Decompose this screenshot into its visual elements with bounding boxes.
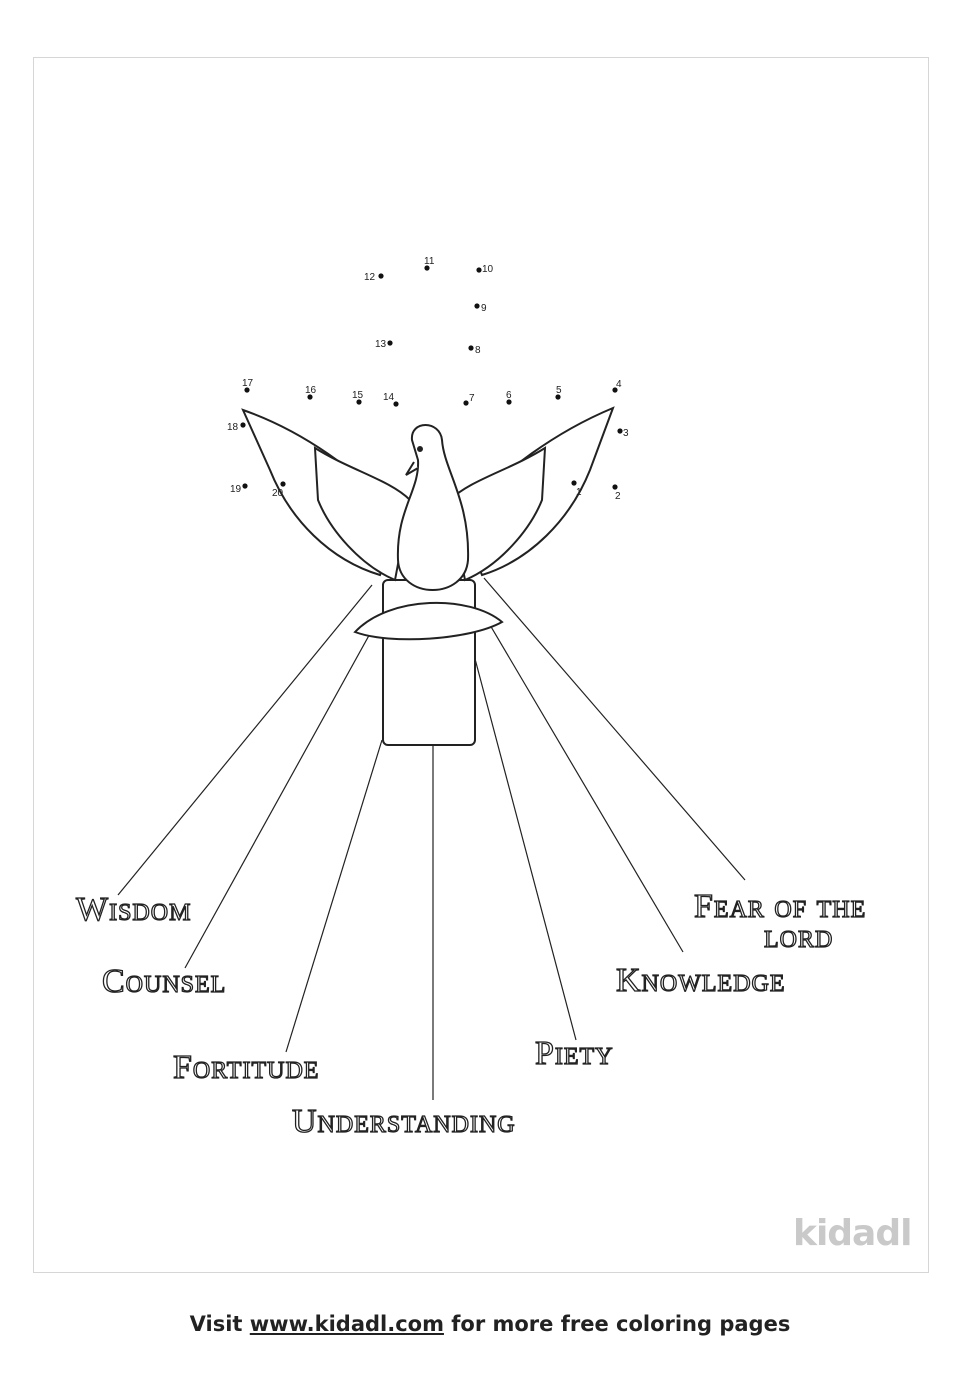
dot-number: 16 [305,385,317,396]
dot-2 [612,484,618,490]
right-wing-inner [448,446,547,582]
dot-5 [555,394,561,400]
dot-10 [476,267,482,273]
dot-9 [474,303,480,309]
eye [417,446,423,452]
left-wing-inner [313,446,412,582]
dot-number: 6 [506,390,512,401]
dot-16 [307,394,313,400]
label-piety: Piety [535,1035,614,1072]
footer-prefix: Visit [189,1312,243,1336]
dot-number: 15 [352,390,364,401]
label-counsel: Counsel [102,963,226,1000]
kidadl-link[interactable]: www.kidadl.com [249,1312,444,1336]
dot-number: 13 [375,339,387,350]
dot-number: 3 [623,428,629,439]
dot-number: 19 [230,484,242,495]
dot-number: 2 [615,491,621,502]
dot-13 [387,340,393,346]
ray-counsel [184,629,373,969]
dot-number: 7 [469,393,475,404]
dot-number: 4 [616,379,622,390]
dot-1 [571,480,577,486]
dot-20 [280,481,286,487]
label-fear-line2: lord [764,918,833,955]
dot-8 [468,345,474,351]
dot-number: 12 [364,272,376,283]
kidadl-logo: kidadl [793,1213,912,1254]
dot-11 [424,265,430,271]
dot-number: 17 [242,378,254,389]
label-fear-line1: Fear of the [694,888,866,925]
beak [405,461,419,476]
ray-wisdom [117,584,373,896]
dove [241,406,615,746]
label-wisdom: Wisdom [76,891,191,928]
dot-number: 9 [481,303,487,314]
dot-4 [612,387,618,393]
dot-number: 18 [227,422,239,433]
body [396,424,470,591]
tail [353,601,504,641]
dot-12 [378,273,384,279]
dot-18 [240,422,246,428]
label-knowledge: Knowledge [616,962,786,999]
dot-14 [393,401,399,407]
dot-19 [242,483,248,489]
dot-17 [244,387,250,393]
ray-fear [483,577,746,881]
ray-knowledge [489,624,684,953]
footer: Visit www.kidadl.com for more free color… [0,1312,980,1336]
ray-piety [473,654,577,1041]
gift-labels: Wisdom Counsel Fortitude Understanding P… [75,887,866,1140]
rays [117,577,746,1100]
footer-suffix: for more free coloring pages [451,1312,791,1336]
dot-number: 1 [576,487,582,498]
dot-number: 8 [475,345,481,356]
dot-3 [617,428,623,434]
label-fortitude: Fortitude [173,1049,319,1086]
dot-6 [506,399,512,405]
dot-7 [463,400,469,406]
dot-number: 11 [424,256,435,267]
label-understanding: Understanding [292,1103,516,1140]
dot-number: 5 [556,385,562,396]
dot-number: 14 [383,392,395,403]
dot-15 [356,399,362,405]
ray-fortitude [285,739,383,1053]
dot-number: 20 [272,488,284,499]
worksheet-frame [33,57,929,1273]
dot-number: 10 [482,264,494,275]
